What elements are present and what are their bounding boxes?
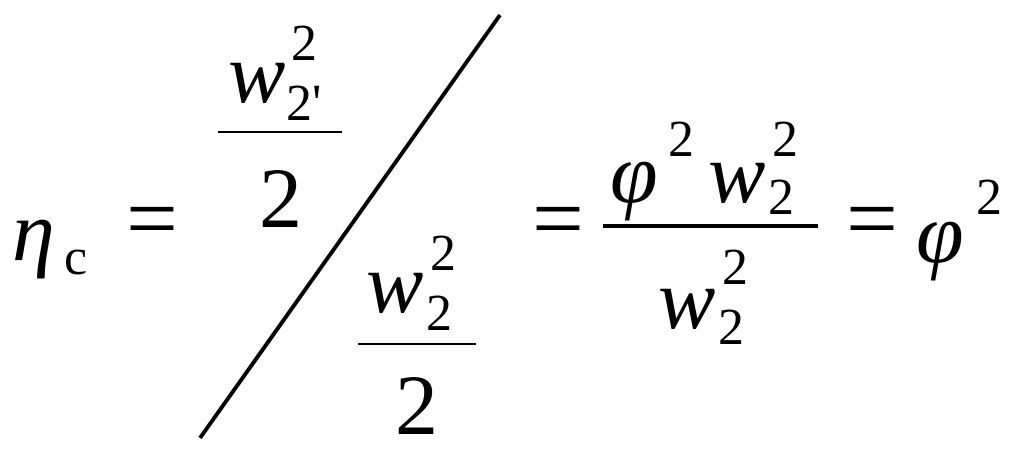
lower-w-subscript: 2 <box>426 285 452 342</box>
eta-subscript: c <box>64 229 88 286</box>
lower-w: w <box>366 235 424 331</box>
equals-sign-3: = <box>846 167 898 269</box>
numerator-w-subscript: 2 <box>768 169 794 226</box>
upper-w-exponent: 2 <box>291 15 317 72</box>
denominator-w-subscript: 2 <box>718 299 744 356</box>
upper-w-subscript: 2' <box>286 75 322 132</box>
numerator-phi-exponent: 2 <box>668 111 694 168</box>
numerator-phi: φ <box>610 125 658 221</box>
lower-w-exponent: 2 <box>430 225 456 282</box>
result-phi: φ <box>916 185 964 281</box>
upper-w: w <box>228 25 286 121</box>
numerator-w-exponent: 2 <box>772 111 798 168</box>
numerator-w: w <box>708 125 766 221</box>
lower-denominator: 2 <box>395 357 438 452</box>
equals-sign-1: = <box>126 167 178 269</box>
denominator-w: w <box>658 251 716 347</box>
upper-denominator: 2 <box>259 150 302 246</box>
result-phi-exponent: 2 <box>976 169 1002 226</box>
slash-line <box>198 13 502 440</box>
equals-sign-2: = <box>532 167 584 269</box>
denominator-w-exponent: 2 <box>722 239 748 296</box>
eta-symbol: η <box>12 183 55 279</box>
